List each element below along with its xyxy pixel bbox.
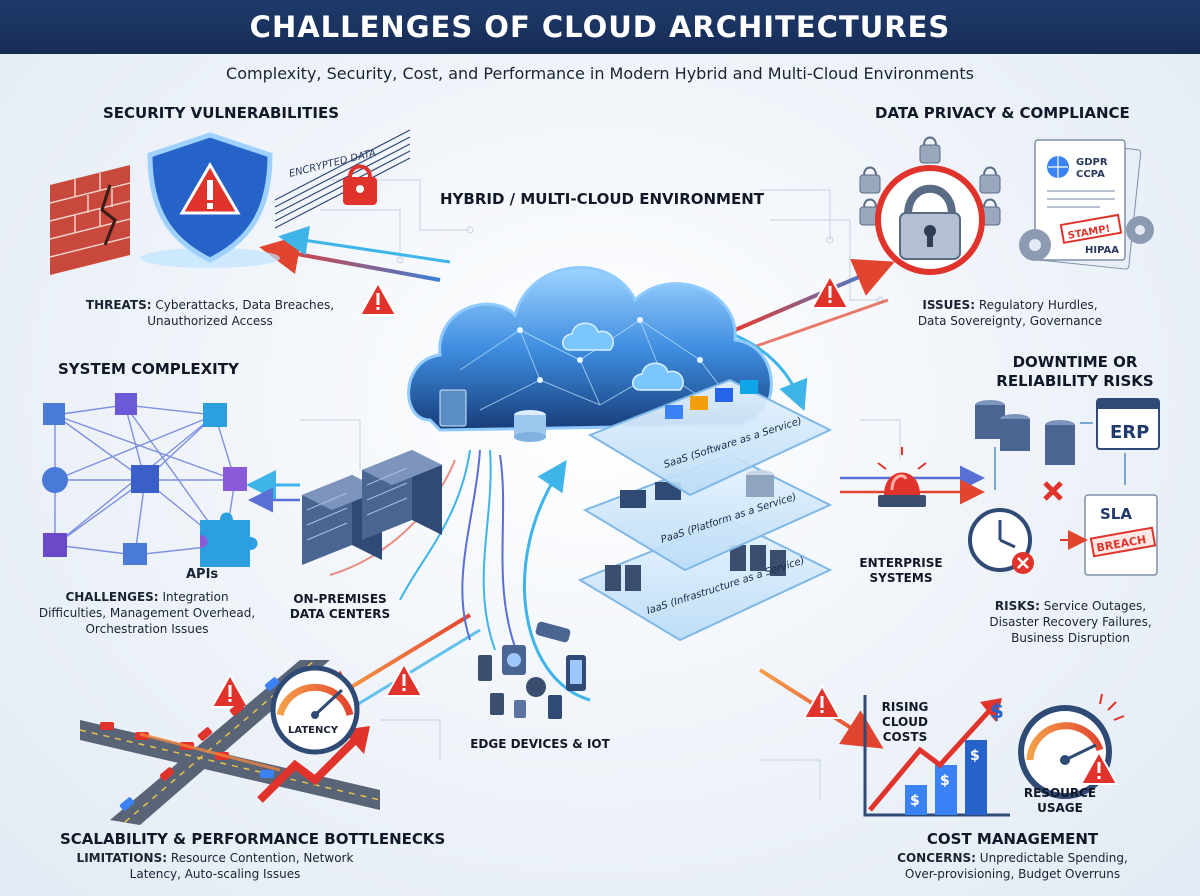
svg-text:$: $ — [970, 748, 980, 764]
svg-text:CCPA: CCPA — [1076, 169, 1105, 180]
database-icon — [514, 410, 546, 442]
warning-icon-cost-arrow — [802, 683, 842, 719]
failure-x-icon — [1043, 481, 1063, 501]
security-description: THREATS: Cyberattacks, Data Breaches, Un… — [85, 298, 335, 328]
svg-text:$: $ — [910, 793, 920, 809]
downtime-title: DOWNTIME OR RELIABILITY RISKS — [996, 353, 1154, 390]
document-icon: GDPR CCPA STAMP! HIPAA — [1034, 139, 1142, 270]
database-icon — [975, 400, 1075, 465]
scalability-title: SCALABILITY & PERFORMANCE BOTTLENECKS — [60, 830, 446, 848]
page-subtitle: Complexity, Security, Cost, and Performa… — [226, 64, 974, 83]
downtime-description: RISKS: Service Outages, Disaster Recover… — [989, 599, 1152, 645]
firewall-icon — [49, 165, 131, 275]
apis-label: APIs — [186, 567, 219, 582]
svg-text:$: $ — [990, 699, 1004, 723]
svg-text:LATENCY: LATENCY — [288, 725, 339, 736]
svg-text:$: $ — [940, 773, 950, 789]
padlock-icon — [875, 165, 985, 275]
resource-usage-label: RESOURCE USAGE — [1023, 786, 1097, 815]
erp-window-icon: ERP — [1096, 398, 1160, 450]
alarm-siren-icon — [877, 447, 927, 507]
security-illustration: ENCRYPTED DATA — [49, 129, 411, 275]
saas-layer — [587, 378, 833, 497]
privacy-illustration: GDPR CCPA STAMP! HIPAA — [859, 136, 1154, 275]
svg-text:HIPAA: HIPAA — [1085, 245, 1119, 256]
cloud-icon — [407, 266, 773, 442]
latency-gauge-icon: LATENCY — [270, 665, 360, 755]
cost-description: CONCERNS: Unpredictable Spending, Over-p… — [897, 851, 1128, 881]
svg-text:ERP: ERP — [1110, 422, 1149, 443]
on-prem-label: ON-PREMISES DATA CENTERS — [289, 592, 391, 621]
paas-layer — [582, 453, 833, 572]
shield-icon — [140, 132, 280, 268]
security-title: SECURITY VULNERABILITIES — [103, 104, 340, 122]
clock-icon — [968, 508, 1034, 574]
center-title: HYBRID / MULTI-CLOUD ENVIRONMENT — [440, 190, 765, 208]
svg-text:SLA: SLA — [1100, 505, 1132, 523]
rising-costs-label: RISING CLOUD COSTS — [881, 700, 929, 744]
title-bar: CHALLENGES OF CLOUD ARCHITECTURES — [0, 0, 1200, 54]
server-rack-icon — [302, 450, 442, 565]
traffic-congestion-illustration: LATENCY — [80, 660, 380, 825]
warning-icon-privacy-arrow — [810, 273, 850, 309]
iot-devices-icon — [478, 621, 586, 719]
enterprise-label: ENTERPRISE SYSTEMS — [859, 556, 943, 585]
complexity-network-illustration — [42, 393, 258, 567]
complexity-title: SYSTEM COMPLEXITY — [58, 360, 239, 378]
lock-icon — [343, 164, 377, 205]
cost-illustration: $ $ $ $ — [863, 693, 1125, 817]
gear-icon — [1019, 216, 1154, 261]
privacy-description: ISSUES: Regulatory Hurdles, Data Soverei… — [917, 298, 1103, 328]
warning-icon-scalability-road — [210, 672, 250, 708]
privacy-title: DATA PRIVACY & COMPLIANCE — [875, 104, 1130, 122]
puzzle-icon — [200, 512, 258, 567]
page-title: CHALLENGES OF CLOUD ARCHITECTURES — [249, 10, 951, 44]
complexity-description: CHALLENGES: Integration Difficulties, Ma… — [38, 590, 256, 636]
svg-text:GDPR: GDPR — [1076, 157, 1108, 168]
downtime-illustration: ERP SLA BREACH — [968, 398, 1160, 576]
edge-devices-label: EDGE DEVICES & IOT — [470, 737, 610, 751]
sla-document-icon: SLA BREACH — [1084, 494, 1158, 576]
resource-usage-gauge-icon — [1018, 693, 1125, 799]
hybrid-cloud-illustration: SaaS (Software as a Service) PaaS (Platf… — [407, 266, 833, 642]
cost-title: COST MANAGEMENT — [926, 830, 1099, 848]
warning-icon-security-arrow — [358, 280, 398, 316]
scalability-description: LIMITATIONS: Resource Contention, Networ… — [76, 851, 354, 881]
warning-icon-scalability-arrow — [384, 661, 424, 697]
cost-bar-chart-icon: $ $ $ — [905, 740, 987, 815]
